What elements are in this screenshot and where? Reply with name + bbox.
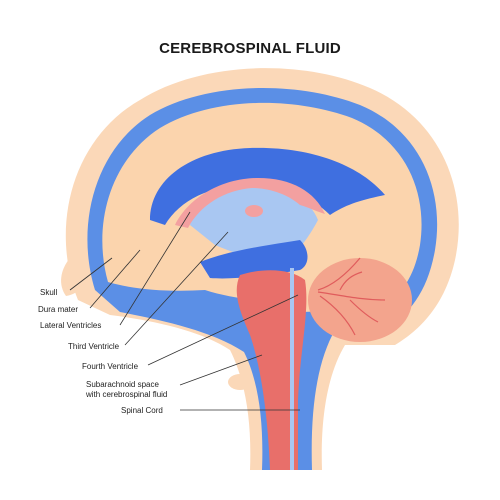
facial-bone [61, 258, 88, 296]
corpus-callosum [175, 178, 325, 228]
interthalamic-adhesion [245, 205, 263, 217]
leader-lines [69, 211, 300, 411]
label-third-ventricle: Third Ventricle [68, 342, 120, 351]
ventricle-lower-band [200, 240, 308, 279]
label-skull: Skull [40, 288, 58, 297]
label-dura-mater: Dura mater [38, 305, 78, 314]
label-subarachnoid-line1: Subarachnoid space [86, 380, 159, 389]
label-fourth-ventricle: Fourth Ventricle [82, 362, 139, 371]
label-subarachnoid-line2: with cerebrospinal fluid [85, 390, 167, 399]
lateral-ventricle [150, 147, 385, 225]
label-spinal-cord: Spinal Cord [121, 406, 163, 415]
brainstem [236, 270, 307, 470]
cerebellum-branches [317, 257, 386, 336]
cerebellum [308, 258, 412, 342]
jaw-bone [228, 374, 252, 390]
diagram-title: CEREBROSPINAL FLUID [159, 40, 341, 57]
label-lateral-ventricles: Lateral Ventricles [40, 321, 101, 330]
